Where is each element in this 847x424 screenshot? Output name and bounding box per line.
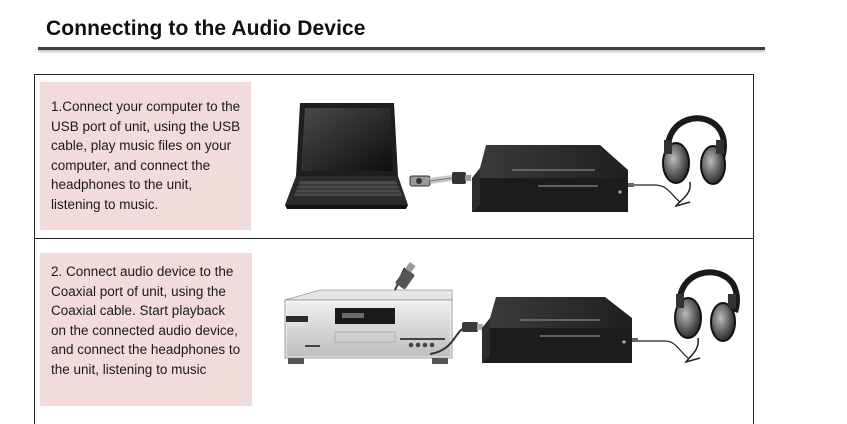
cd-player-brand: ROTEL xyxy=(288,322,305,328)
step-1-text: 1.Connect your computer to the USB port … xyxy=(40,82,251,230)
headphones-icon xyxy=(638,269,740,364)
cd-player-icon: ROTEL xyxy=(284,289,453,364)
audio-unit-icon xyxy=(482,297,638,363)
audio-unit-icon xyxy=(472,145,634,212)
coaxial-cable-icon xyxy=(394,262,483,355)
instructions-frame xyxy=(34,74,754,424)
title-underline xyxy=(38,47,765,50)
row-divider xyxy=(35,238,753,239)
page-title: Connecting to the Audio Device xyxy=(46,17,366,40)
headphones-icon xyxy=(634,115,727,208)
usb-cable-icon xyxy=(409,172,471,187)
step-2-text: 2. Connect audio device to the Coaxial p… xyxy=(40,253,252,406)
laptop-icon xyxy=(285,103,408,209)
